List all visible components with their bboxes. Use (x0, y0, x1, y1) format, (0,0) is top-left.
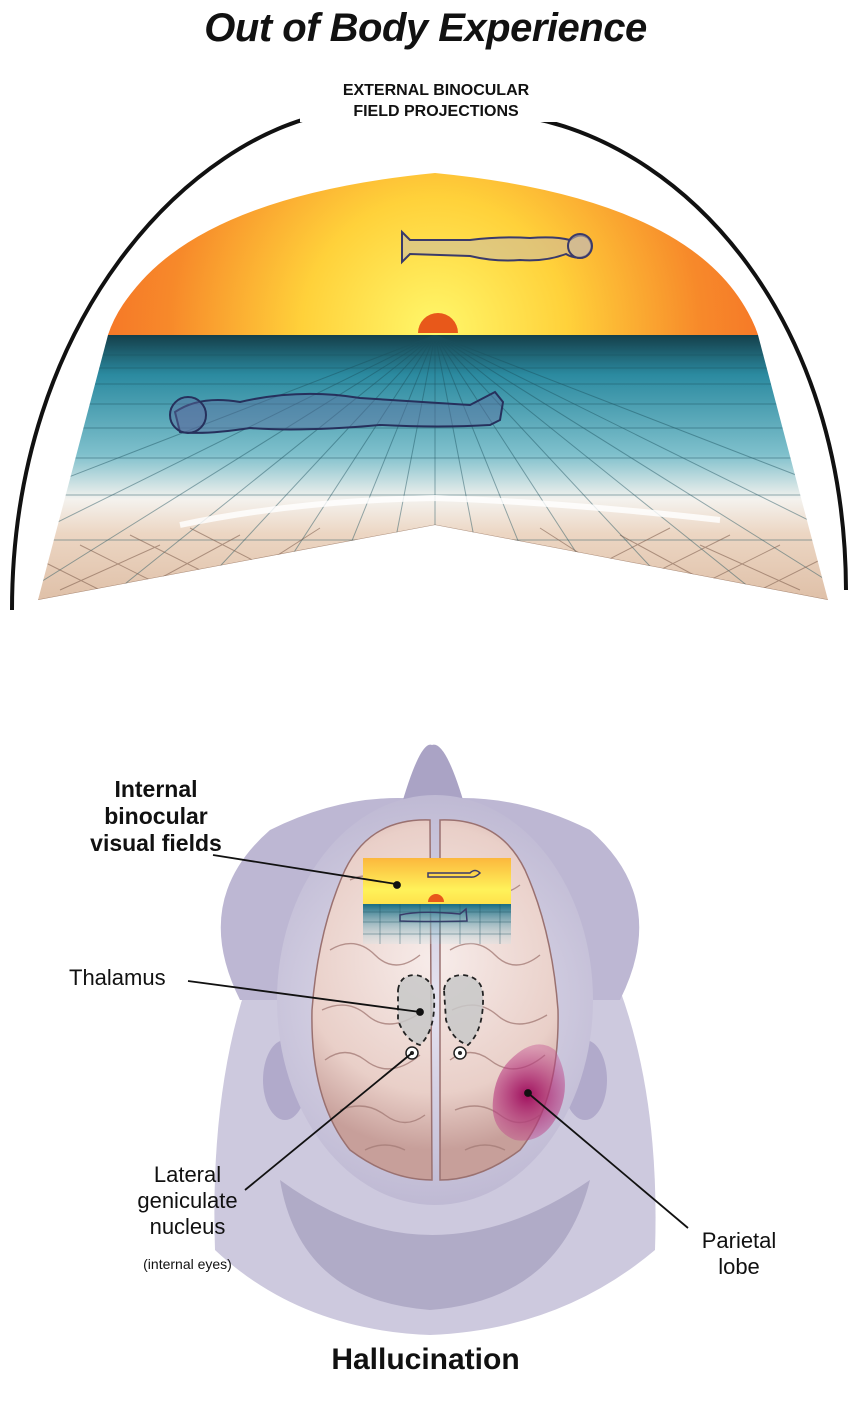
water-plane (38, 335, 828, 600)
projection-label-line1: EXTERNAL BINOCULAR (306, 80, 566, 101)
label-thalamus: Thalamus (69, 965, 166, 991)
label-internal-line2: binocular (86, 803, 226, 830)
label-parietal-lobe: Parietal lobe (684, 1228, 794, 1280)
label-lgn-line2: geniculate (120, 1188, 255, 1214)
label-lgn: Lateral geniculate nucleus (120, 1162, 255, 1240)
page-title: Out of Body Experience (0, 6, 851, 51)
projection-dome (0, 112, 851, 620)
lgn-right-eye (454, 1047, 466, 1059)
internal-water-band (363, 904, 511, 944)
head-illustration (214, 745, 655, 1335)
label-parietal-line1: Parietal (684, 1228, 794, 1254)
label-internal-line1: Internal (86, 776, 226, 803)
label-internal-line3: visual fields (86, 830, 226, 857)
projection-label: EXTERNAL BINOCULAR FIELD PROJECTIONS (300, 80, 572, 122)
projection-label-line2: FIELD PROJECTIONS (306, 101, 566, 122)
label-lgn-note: (internal eyes) (120, 1255, 255, 1273)
label-lgn-line1: Lateral (120, 1162, 255, 1188)
label-parietal-line2: lobe (684, 1254, 794, 1280)
label-internal-visual-fields: Internal binocular visual fields (86, 776, 226, 857)
caption: Hallucination (0, 1343, 851, 1377)
label-lgn-line3: nucleus (120, 1214, 255, 1240)
